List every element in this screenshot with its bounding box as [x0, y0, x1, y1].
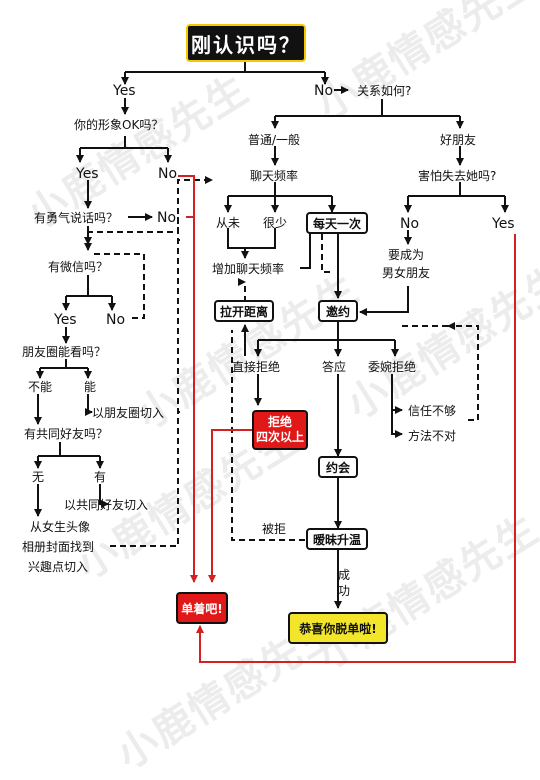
rejected-four-times-box: 拒绝 四次以上 [252, 410, 308, 450]
have-label: 有 [94, 470, 107, 484]
no-label: No [157, 210, 177, 226]
can-label: 能 [84, 380, 97, 394]
distance-box: 拉开距离 [214, 300, 274, 322]
avatar-label-line2: 相册封面找到 [22, 540, 95, 554]
no-label: No [400, 216, 420, 232]
normal-label: 普通/一般 [248, 133, 301, 147]
direct-reject-label: 直接拒绝 [232, 360, 281, 374]
invite-box: 邀约 [318, 300, 358, 322]
chat-frequency-label: 聊天频率 [250, 169, 299, 183]
cut-moments-label: 以朋友圈切入 [92, 406, 165, 420]
rejected-label: 被拒 [262, 522, 287, 536]
yes-label: Yes [113, 83, 136, 99]
wrong-method-label: 方法不对 [408, 429, 457, 443]
yes-label: Yes [54, 312, 77, 328]
rejected-four-line1: 拒绝 [267, 415, 292, 429]
avatar-label-line3: 兴趣点切入 [28, 560, 89, 574]
no-label: No [106, 312, 126, 328]
yes-label: Yes [76, 166, 99, 182]
image-ok-question: 你的形象OK吗？ [74, 118, 164, 132]
rejected-four-line2: 四次以上 [255, 430, 304, 444]
moments-question: 朋友圈能看吗？ [22, 345, 107, 359]
soft-reject-label: 委婉拒绝 [368, 360, 417, 374]
become-couple-line1: 要成为 [388, 248, 425, 262]
never-label: 从未 [216, 216, 241, 230]
single-box: 单着吧! [176, 592, 228, 624]
yes-label: Yes [492, 216, 515, 232]
mutual-friends-question: 有共同好友吗？ [24, 427, 109, 441]
increase-frequency-label: 增加聊天频率 [212, 262, 285, 276]
cannot-label: 不能 [28, 380, 53, 394]
no-label: No [158, 166, 178, 182]
afraid-lose-question: 害怕失去她吗? [418, 169, 497, 183]
none-label: 无 [32, 470, 45, 484]
congrats-box: 恭喜你脱单啦! [288, 612, 388, 644]
success-label-1: 成 [338, 568, 351, 582]
success-label-2: 功 [338, 584, 351, 598]
courage-question: 有勇气说话吗？ [34, 211, 119, 225]
relation-question: 关系如何? [357, 84, 412, 98]
rarely-label: 很少 [263, 216, 288, 230]
date-box: 约会 [318, 456, 358, 478]
no-label: No [314, 83, 334, 99]
become-couple-line2: 男女朋友 [382, 266, 431, 280]
connector-lines [0, 62, 516, 663]
start-title: 刚认识吗？ [186, 24, 306, 62]
daily-box: 每天一次 [306, 212, 368, 234]
wechat-question: 有微信吗？ [48, 260, 109, 274]
good-friend-label: 好朋友 [440, 133, 477, 147]
cut-mutual-label: 以共同好友切入 [64, 498, 149, 512]
avatar-label-line1: 从女生头像 [30, 520, 91, 534]
agree-label: 答应 [322, 360, 347, 374]
distrust-label: 信任不够 [408, 404, 457, 418]
warming-box: 暧昧升温 [306, 528, 368, 550]
